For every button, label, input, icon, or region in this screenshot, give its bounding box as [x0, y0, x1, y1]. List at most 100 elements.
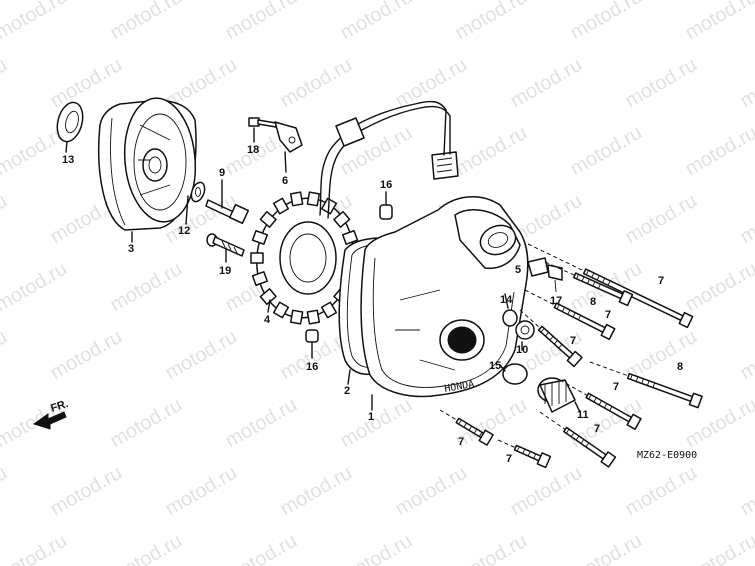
watermark-text: motod.ru	[337, 530, 416, 566]
collar-10	[515, 320, 535, 340]
stator-tooth	[251, 271, 268, 287]
watermark-text: motod.ru	[682, 0, 755, 44]
watermark-text: motod.ru	[47, 326, 126, 385]
stator-tooth	[250, 252, 264, 264]
front-direction-arrow	[32, 411, 67, 430]
callout-16-lower: 16	[306, 361, 318, 373]
callout-4: 4	[264, 314, 271, 326]
stator-tooth	[289, 191, 304, 207]
watermark-text: motod.ru	[452, 0, 531, 44]
callout-17: 17	[550, 295, 562, 307]
watermark-text: motod.ru	[222, 394, 301, 453]
watermark-text: motod.ru	[162, 462, 241, 521]
stator-tooth	[306, 309, 321, 325]
watermark-text: motod.ru	[277, 462, 356, 521]
watermark-text: motod.ru	[682, 258, 755, 317]
watermark-text: motod.ru	[392, 54, 471, 113]
callout-13: 13	[62, 154, 74, 166]
watermark-text: motod.ru	[47, 462, 126, 521]
watermark-text: motod.ru	[107, 394, 186, 453]
watermark-text: motod.ru	[737, 326, 755, 385]
watermark-text: motod.ru	[107, 530, 186, 566]
callout-9: 9	[219, 167, 225, 179]
callout-8-right: 8	[677, 361, 683, 373]
watermark-text: motod.ru	[682, 530, 755, 566]
stator-tooth	[320, 301, 338, 319]
callout-5: 5	[515, 264, 521, 276]
watermark-text: motod.ru	[392, 462, 471, 521]
bolt-7-bottom-left	[439, 409, 494, 446]
watermark-text: motod.ru	[622, 54, 701, 113]
bolt-7-mid	[519, 309, 583, 368]
bolt-7-far	[559, 379, 642, 430]
washer-12	[190, 181, 206, 203]
callout-12: 12	[178, 225, 190, 237]
bolt-8-upper	[524, 289, 616, 341]
callout-7-bottom-mid: 7	[506, 453, 512, 465]
watermark-text: motod.ru	[622, 190, 701, 249]
callout-7-bottom-right: 7	[594, 423, 600, 435]
callout-6: 6	[282, 175, 288, 187]
watermark-text: motod.ru	[567, 0, 646, 44]
watermark-text: motod.ru	[0, 258, 71, 317]
stator-tooth	[272, 197, 290, 215]
callout-19: 19	[219, 265, 231, 277]
watermark-text: motod.ru	[507, 462, 586, 521]
diagram-code: MZ62-E0900	[637, 450, 697, 461]
watermark-text: motod.ru	[0, 530, 71, 566]
callout-8-top: 8	[590, 296, 596, 308]
bolt-7-top	[527, 243, 694, 329]
watermark-text: motod.ru	[277, 54, 356, 113]
long-bolts	[439, 243, 703, 469]
watermark-text: motod.ru	[0, 54, 11, 113]
watermark-text: motod.ru	[567, 530, 646, 566]
watermark-text: motod.ru	[337, 0, 416, 44]
callout-7-right: 7	[570, 335, 576, 347]
watermark-text: motod.ru	[452, 530, 531, 566]
watermark-text: motod.ru	[507, 54, 586, 113]
callout-16-upper: 16	[380, 179, 392, 191]
dowel-pin-16a	[379, 204, 393, 220]
bolt-19	[206, 233, 245, 257]
callout-15: 15	[489, 360, 501, 372]
bolt-7-bottom-mid	[497, 439, 552, 469]
stator-tooth	[333, 210, 351, 228]
flywheel-rotor-3	[97, 97, 197, 231]
watermark-text: motod.ru	[162, 326, 241, 385]
stator-tooth	[306, 191, 321, 207]
dowel-pin-16b	[305, 329, 319, 343]
stator-tooth	[342, 229, 359, 245]
bracket-5	[527, 257, 549, 277]
crankcase-cover-1: HONDA	[360, 196, 529, 398]
watermark-text: motod.ru	[622, 462, 701, 521]
watermark-text: motod.ru	[737, 190, 755, 249]
stator-tooth	[259, 288, 277, 306]
callout-18: 18	[247, 144, 259, 156]
watermark-text: motod.ru	[0, 462, 11, 521]
watermark-text: motod.ru	[452, 122, 531, 181]
callout-2: 2	[344, 385, 350, 397]
o-ring-14	[502, 309, 518, 327]
watermark-text: motod.ru	[337, 394, 416, 453]
bolt-18	[248, 117, 277, 128]
watermark-text: motod.ru	[107, 258, 186, 317]
watermark-text: motod.ru	[0, 190, 11, 249]
svg-text:HONDA: HONDA	[444, 379, 476, 395]
watermark-text: motod.ru	[222, 530, 301, 566]
stator-tooth	[259, 210, 277, 228]
stator-tooth	[251, 229, 268, 245]
watermark-text: motod.ru	[222, 0, 301, 44]
callout-7-bottom-left: 7	[458, 436, 464, 448]
front-direction-label: FR.	[49, 398, 70, 415]
bolt-17	[547, 264, 563, 293]
callout-7-top: 7	[658, 275, 664, 287]
watermark-text: motod.ru	[0, 326, 11, 385]
stator-4	[250, 191, 360, 325]
bolt-9	[205, 199, 250, 225]
watermark-text: motod.ru	[567, 122, 646, 181]
watermark-text: motod.ru	[737, 54, 755, 113]
callout-3: 3	[128, 243, 134, 255]
o-ring-15	[502, 363, 528, 385]
